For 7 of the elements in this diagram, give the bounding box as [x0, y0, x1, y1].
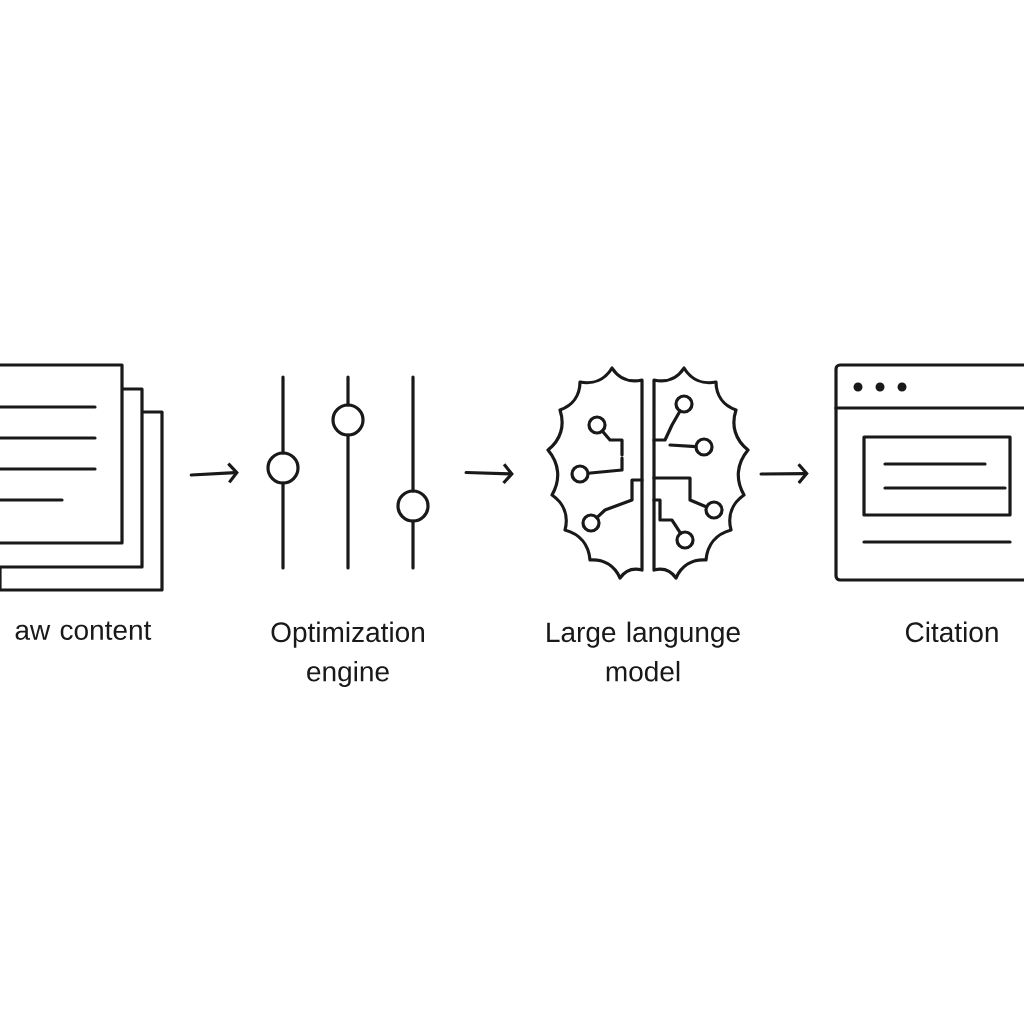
node-label: Citation: [905, 621, 998, 643]
node-label: Optimization engine: [271, 621, 424, 688]
arrow: [464, 463, 514, 485]
arrow: [759, 463, 809, 484]
node-label: Large langunge model: [547, 621, 740, 682]
arrow: [189, 462, 239, 484]
node-label: aw content: [15, 621, 152, 640]
